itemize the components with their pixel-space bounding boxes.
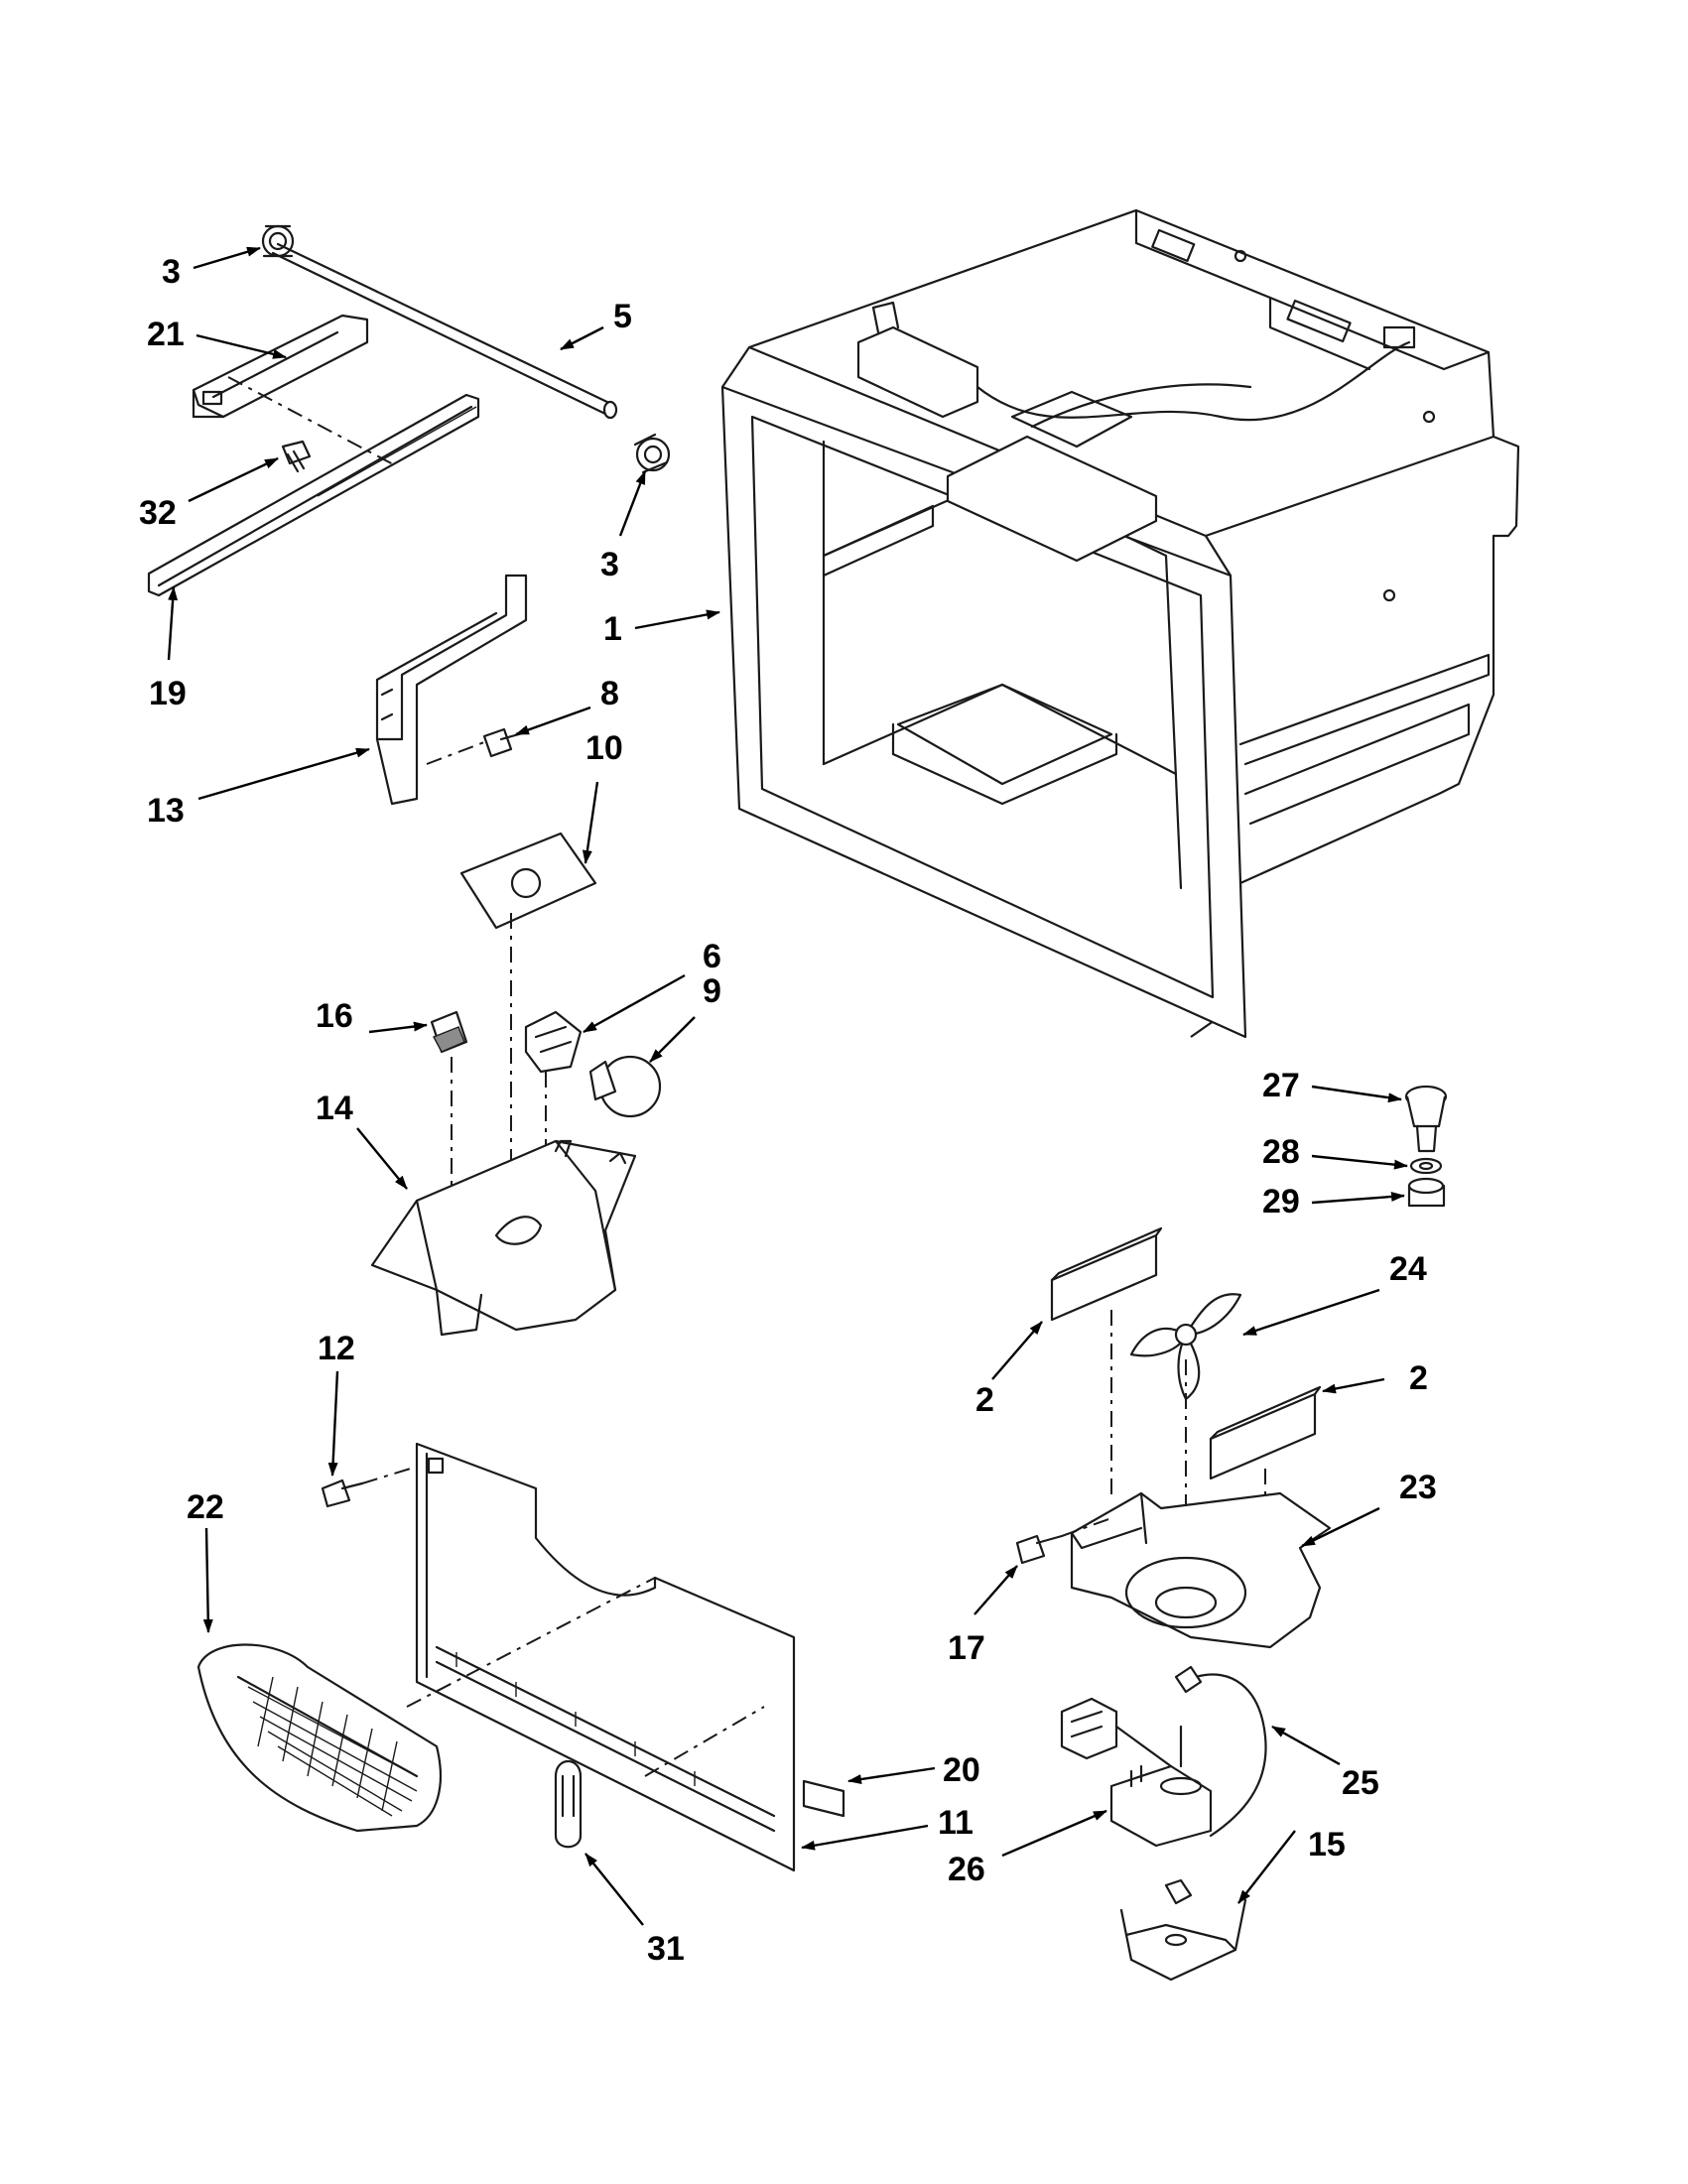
part-slide-rail <box>147 376 480 597</box>
leader-3-lower <box>618 470 647 537</box>
callout-6: 6 <box>703 938 721 975</box>
leader-26 <box>1001 1809 1107 1858</box>
callout-29: 29 <box>1262 1183 1300 1220</box>
leader-9 <box>649 1016 696 1063</box>
part-bracket-13 <box>375 574 528 806</box>
callout-5: 5 <box>613 298 632 335</box>
callout-15: 15 <box>1308 1826 1346 1863</box>
callout-24: 24 <box>1389 1250 1427 1288</box>
part-fan-motor <box>1109 1725 1213 1848</box>
part-light-housing <box>370 1139 637 1337</box>
part-screw-32 <box>281 440 312 473</box>
callout-2-right: 2 <box>1409 1359 1428 1397</box>
leader-19 <box>167 586 179 661</box>
leader-31 <box>584 1853 644 1926</box>
leader-12 <box>327 1370 339 1477</box>
part-grille <box>196 1643 442 1833</box>
leader-27 <box>1311 1085 1402 1103</box>
leader-24 <box>1242 1288 1380 1337</box>
part-cap-27 <box>1404 1085 1448 1153</box>
callout-26: 26 <box>948 1851 985 1888</box>
callout-21: 21 <box>147 316 185 353</box>
callout-10: 10 <box>585 729 623 767</box>
leader-2-right <box>1322 1377 1385 1394</box>
part-rear-panel <box>406 1442 796 1872</box>
callout-31: 31 <box>647 1930 685 1968</box>
part-label-10 <box>459 832 597 930</box>
leader-22 <box>202 1527 213 1633</box>
part-freezer-liner <box>720 208 1520 1039</box>
leader-8 <box>515 706 591 736</box>
part-screw-12 <box>321 1466 418 1508</box>
leader-17 <box>974 1565 1018 1615</box>
leader-15 <box>1237 1830 1296 1904</box>
part-screw-8 <box>426 727 528 765</box>
part-motor-connector <box>1060 1697 1118 1760</box>
part-fan-blade <box>1129 1293 1242 1401</box>
part-washer-28 <box>1409 1157 1443 1175</box>
callout-11: 11 <box>938 1804 974 1842</box>
part-motor-bracket <box>1119 1878 1247 1982</box>
callout-12: 12 <box>318 1330 355 1367</box>
grille-slots <box>247 1676 418 1817</box>
leader-13 <box>197 747 370 801</box>
leader-16 <box>368 1021 428 1034</box>
callout-20: 20 <box>943 1751 980 1789</box>
callout-3-upper: 3 <box>162 253 181 291</box>
part-clip <box>554 1760 583 1849</box>
leader-lines <box>167 246 1408 1926</box>
leader-25 <box>1271 1725 1341 1766</box>
leader-3-upper <box>193 246 261 270</box>
leader-11 <box>801 1824 929 1851</box>
callout-25: 25 <box>1342 1764 1379 1802</box>
part-fan-shroud <box>1070 1491 1332 1649</box>
leader-2-left <box>991 1321 1043 1380</box>
callout-19: 19 <box>149 675 187 712</box>
leader-10 <box>582 781 599 864</box>
callout-23: 23 <box>1399 1469 1437 1506</box>
part-grommet-29 <box>1407 1177 1446 1208</box>
leader-5 <box>560 325 604 351</box>
part-wire-harness <box>1114 1665 1267 1838</box>
callout-1: 1 <box>603 610 622 648</box>
callout-17: 17 <box>948 1629 985 1667</box>
part-slide-bracket <box>192 314 369 419</box>
leader-28 <box>1311 1154 1408 1170</box>
leader-20 <box>847 1766 936 1785</box>
callout-13: 13 <box>147 792 185 830</box>
part-screw-17 <box>1015 1517 1112 1565</box>
part-pad-upper <box>1050 1226 1163 1322</box>
part-pad-lower <box>1209 1385 1322 1480</box>
part-insulation-strip <box>802 1779 845 1818</box>
leader-23 <box>1301 1506 1380 1548</box>
part-gear-lower <box>633 433 671 474</box>
callout-28: 28 <box>1262 1133 1300 1171</box>
callout-8: 8 <box>600 675 619 712</box>
callout-9: 9 <box>703 972 721 1010</box>
callout-27: 27 <box>1262 1067 1300 1104</box>
callout-3-lower: 3 <box>600 546 619 583</box>
callout-32: 32 <box>139 494 177 532</box>
leader-29 <box>1311 1191 1405 1205</box>
part-gear-upper <box>261 224 295 258</box>
part-shaft <box>271 242 618 420</box>
leader-32 <box>188 456 279 503</box>
callout-2-left: 2 <box>975 1381 994 1419</box>
callout-16: 16 <box>316 997 353 1035</box>
leader-14 <box>356 1127 408 1190</box>
part-light-switch <box>430 1010 468 1240</box>
callout-14: 14 <box>316 1090 353 1127</box>
part-light-bulb <box>588 1055 662 1118</box>
leader-21 <box>195 333 287 359</box>
callout-labels: 3 21 5 32 3 19 1 8 10 13 6 9 16 14 27 28… <box>139 253 1437 1968</box>
part-lamp-socket <box>524 1010 583 1074</box>
leader-6 <box>583 973 686 1034</box>
leader-1 <box>634 609 720 630</box>
callout-22: 22 <box>187 1488 224 1526</box>
